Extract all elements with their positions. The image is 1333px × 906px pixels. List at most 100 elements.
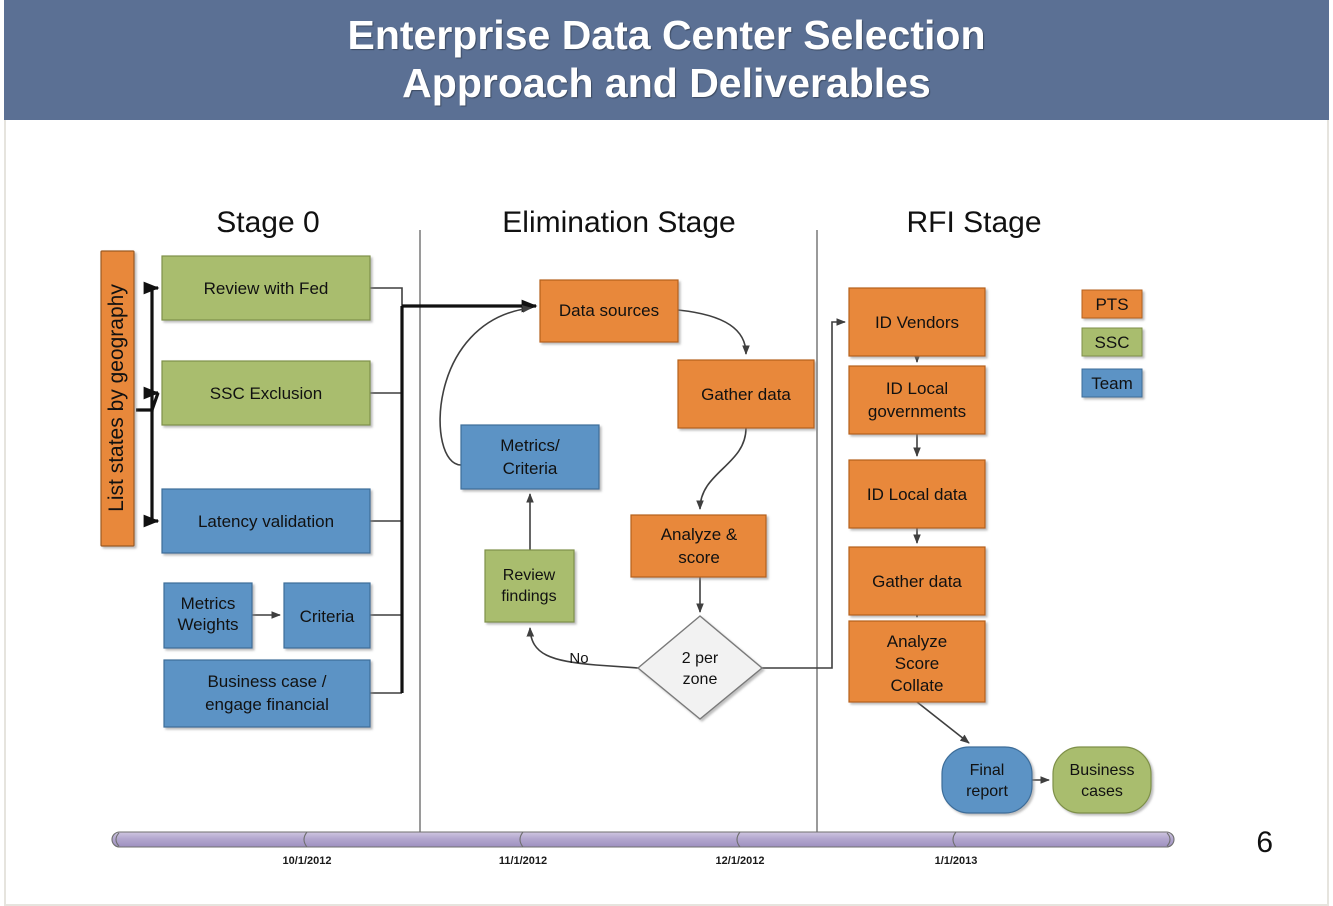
node-id-vendors[interactable]: ID Vendors bbox=[848, 287, 986, 357]
latency-validation-box[interactable] bbox=[161, 488, 371, 554]
node-review-with-fed[interactable]: Review with Fed bbox=[161, 255, 371, 321]
edge-two-per-zone-no-to-review-findings bbox=[526, 627, 639, 669]
stage-title-stage-0: Stage 0 bbox=[216, 206, 319, 239]
metrics-weights-box[interactable] bbox=[163, 582, 253, 649]
edge-label-no: No bbox=[569, 650, 588, 667]
business-case-label: Business case /engage financial bbox=[205, 672, 329, 714]
legend-item-pts[interactable]: PTS bbox=[1081, 289, 1143, 319]
node-gather-data-elimination[interactable]: Gather data bbox=[677, 359, 815, 429]
timeline-bar[interactable] bbox=[111, 831, 1175, 848]
legend-item-team[interactable]: Team bbox=[1081, 368, 1143, 398]
review-findings-box[interactable] bbox=[484, 549, 575, 623]
connectors-elimination-to-rfi bbox=[762, 318, 846, 669]
node-latency-validation[interactable]: Latency validation bbox=[161, 488, 371, 554]
edge-analyze-score-collate-to-final-report bbox=[916, 701, 970, 744]
stage-titles: Stage 0 Elimination Stage RFI Stage bbox=[216, 206, 1041, 239]
id-local-governments-box[interactable] bbox=[848, 365, 986, 435]
node-metrics-criteria[interactable]: Metrics/Criteria bbox=[460, 424, 600, 490]
node-business-case[interactable]: Business case /engage financial bbox=[163, 659, 371, 728]
criteria-box[interactable] bbox=[283, 582, 371, 649]
node-id-local-data[interactable]: ID Local data bbox=[848, 459, 986, 529]
legend-swatch-team bbox=[1081, 368, 1143, 398]
metrics-criteria-label: Metrics/Criteria bbox=[500, 436, 560, 478]
business-cases-shape[interactable] bbox=[1052, 746, 1152, 814]
analyze-and-score-box[interactable] bbox=[630, 514, 767, 578]
edge-liststates-to-ssc-exclusion bbox=[152, 393, 158, 411]
legend-label-ssc: SSC bbox=[1095, 333, 1130, 352]
timeline-tick-12-1-2012: 12/1/2012 bbox=[716, 831, 764, 867]
node-analyze-and-score[interactable]: Analyze &score bbox=[630, 514, 767, 578]
node-ssc-exclusion[interactable]: SSC Exclusion bbox=[161, 360, 371, 426]
id-local-data-box[interactable] bbox=[848, 459, 986, 529]
node-criteria[interactable]: Criteria bbox=[283, 582, 371, 649]
timeline-tick-label: 11/1/2012 bbox=[499, 855, 547, 867]
legend-item-ssc[interactable]: SSC bbox=[1081, 327, 1143, 357]
project-timeline[interactable]: 10/1/2012 11/1/2012 12/1/2012 1/1/2013 bbox=[111, 831, 1175, 867]
legend-label-team: Team bbox=[1091, 374, 1133, 393]
ssc-exclusion-label: SSC Exclusion bbox=[210, 384, 322, 403]
gather-data-elimination-box[interactable] bbox=[677, 359, 815, 429]
id-vendors-box[interactable] bbox=[848, 287, 986, 357]
edge-liststates-bus bbox=[136, 288, 154, 412]
process-flow-diagram: Stage 0 Elimination Stage RFI Stage bbox=[100, 206, 1175, 867]
gather-data-rfi-box[interactable] bbox=[848, 546, 986, 616]
data-sources-box[interactable] bbox=[539, 279, 679, 343]
timeline-start-cap bbox=[115, 832, 120, 847]
criteria-label: Criteria bbox=[300, 607, 355, 626]
list-states-by-geography-label: List states by geography bbox=[105, 284, 128, 512]
node-list-states-by-geography[interactable]: List states by geography bbox=[100, 250, 135, 547]
gather-data-rfi-label: Gather data bbox=[872, 572, 962, 591]
timeline-tick-mark bbox=[952, 831, 957, 848]
timeline-tick-10-1-2012: 10/1/2012 bbox=[283, 831, 332, 867]
diagram-canvas: Stage 0 Elimination Stage RFI Stage bbox=[4, 120, 1329, 906]
legend-label-pts: PTS bbox=[1095, 295, 1128, 314]
edge-review-with-fed-to-bus bbox=[370, 287, 403, 306]
stage-dividers bbox=[419, 230, 818, 836]
edge-two-per-zone-yes-to-id-vendors bbox=[762, 318, 846, 669]
timeline-tick-mark bbox=[519, 831, 524, 848]
timeline-tick-label: 1/1/2013 bbox=[935, 855, 978, 867]
ssc-exclusion-box[interactable] bbox=[161, 360, 371, 426]
legend-swatch-ssc bbox=[1081, 327, 1143, 357]
timeline-tick-label: 10/1/2012 bbox=[283, 855, 332, 867]
gather-data-elimination-label: Gather data bbox=[701, 385, 791, 404]
two-per-zone-diamond[interactable] bbox=[636, 615, 764, 720]
edge-metrics-criteria-to-data-sources bbox=[439, 305, 532, 466]
edge-data-sources-to-gather-data bbox=[677, 309, 750, 355]
timeline-tick-1-1-2013: 1/1/2013 bbox=[935, 831, 978, 867]
timeline-end-cap bbox=[1166, 832, 1171, 847]
list-states-by-geography-box[interactable] bbox=[100, 250, 135, 547]
legend-swatch-pts bbox=[1081, 289, 1143, 319]
timeline-tick-mark bbox=[303, 831, 308, 848]
analyze-and-score-label: Analyze &score bbox=[661, 525, 738, 567]
connectors-stage-0 bbox=[136, 281, 538, 694]
id-vendors-label: ID Vendors bbox=[875, 313, 959, 332]
node-data-sources[interactable]: Data sources bbox=[539, 279, 679, 343]
stage-title-rfi-stage: RFI Stage bbox=[906, 206, 1041, 239]
page-title: Enterprise Data Center Selection Approac… bbox=[347, 12, 986, 106]
latency-validation-label: Latency validation bbox=[198, 512, 334, 531]
analyze-score-collate-box[interactable] bbox=[848, 620, 986, 703]
metrics-criteria-box[interactable] bbox=[460, 424, 600, 490]
node-gather-data-rfi[interactable]: Gather data bbox=[848, 546, 986, 616]
timeline-tick-mark bbox=[736, 831, 741, 848]
review-with-fed-box[interactable] bbox=[161, 255, 371, 321]
final-report-shape[interactable] bbox=[941, 746, 1033, 814]
edge-gather-data-to-analyze-score bbox=[696, 427, 747, 510]
business-case-box[interactable] bbox=[163, 659, 371, 728]
connectors-rfi bbox=[913, 353, 1050, 784]
timeline-tick-11-1-2012: 11/1/2012 bbox=[499, 831, 547, 867]
